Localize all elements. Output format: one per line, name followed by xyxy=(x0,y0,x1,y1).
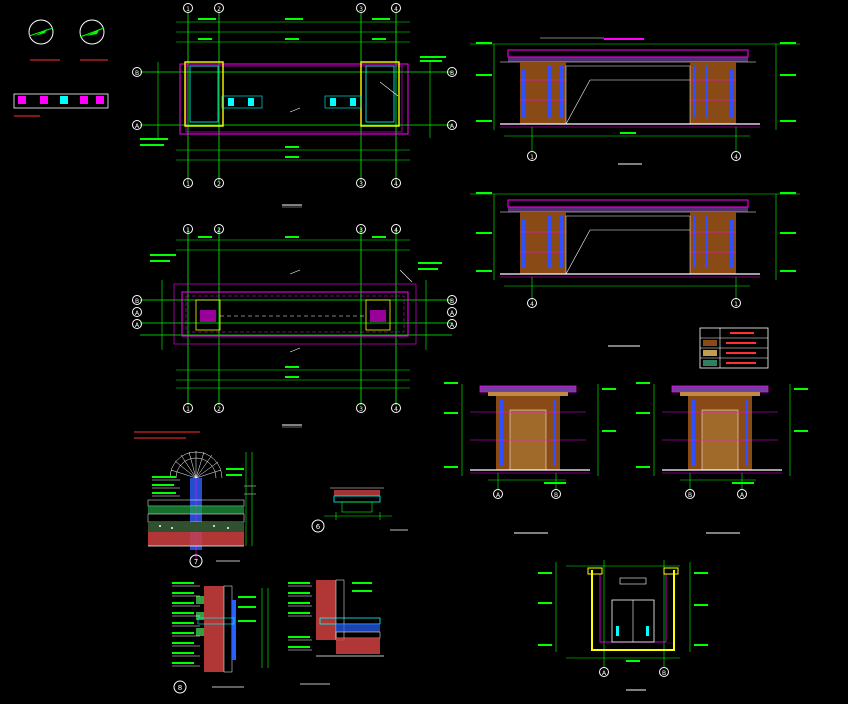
axis-bubbles-side: B A B A xyxy=(132,67,457,130)
north-arrow-left xyxy=(28,19,54,45)
axis-label: 4 xyxy=(734,154,738,161)
roof-plan-bubbles-top: 1 2 3 4 xyxy=(183,224,401,234)
axis-label: B xyxy=(688,492,692,499)
axis-label: 3 xyxy=(359,406,363,413)
axis-label: 2 xyxy=(217,227,221,234)
axis-label: B xyxy=(450,298,454,305)
axis-label: 4 xyxy=(394,227,398,234)
axis-label: 1 xyxy=(734,301,738,308)
axis-label: A xyxy=(135,123,140,130)
section-b-a-right: B A xyxy=(636,382,808,534)
axis-label: 3 xyxy=(359,227,363,234)
axis-label: B xyxy=(662,670,666,677)
roof-plan: 1 2 3 4 1 2 3 4 B A A B xyxy=(132,224,457,428)
axis-label: A xyxy=(135,322,140,329)
axis-label: 1 xyxy=(186,406,190,413)
axis-label: 1 xyxy=(186,227,190,234)
section-a-b-left: A B xyxy=(444,382,616,534)
axis-label: A xyxy=(740,492,745,499)
axis-label: 1 xyxy=(186,181,190,188)
axis-label: B xyxy=(135,298,139,305)
section-1-1: 1 4 xyxy=(470,37,800,165)
key-plan-strip xyxy=(13,93,109,117)
axis-label: B xyxy=(450,70,454,77)
detail-number: 7 xyxy=(194,558,198,566)
section-5-bubbles: A B xyxy=(599,667,669,677)
axis-label: A xyxy=(450,123,455,130)
section-3-bubbles: A B xyxy=(493,489,561,499)
section-4-bubbles: B A xyxy=(685,489,747,499)
axis-label: 4 xyxy=(394,406,398,413)
section-1-bubbles: 1 4 xyxy=(527,151,741,161)
axis-label: 3 xyxy=(359,181,363,188)
axis-label: B xyxy=(135,70,139,77)
axis-label: 4 xyxy=(394,181,398,188)
detail-6-bubble: 6 xyxy=(311,519,325,533)
detail-8-bubble: 8 xyxy=(173,680,187,694)
axis-label: 3 xyxy=(359,6,363,13)
section-bottom-center: A B xyxy=(538,560,708,691)
axis-label: 4 xyxy=(530,301,534,308)
axis-label: 2 xyxy=(217,406,221,413)
axis-label: B xyxy=(554,492,558,499)
axis-label: 4 xyxy=(394,6,398,13)
material-legend-table xyxy=(699,327,769,369)
axis-label: 2 xyxy=(217,181,221,188)
detail-6-coping: 6 xyxy=(311,487,408,533)
axis-label: 1 xyxy=(530,154,534,161)
detail-7-bubble: 7 xyxy=(189,554,203,568)
axis-label: A xyxy=(496,492,501,499)
section-2-2: 4 1 xyxy=(470,192,800,347)
roof-plan-bubbles-bottom: 1 2 3 4 xyxy=(183,403,401,413)
axis-label: 1 xyxy=(186,6,190,13)
axis-bubbles-top: 1 2 3 4 xyxy=(183,3,401,13)
roof-plan-bubbles-side: B A A B A A xyxy=(132,295,457,329)
axis-label: A xyxy=(450,310,455,317)
north-arrow-right xyxy=(79,19,105,45)
detail-number: 6 xyxy=(316,523,321,531)
axis-label: A xyxy=(602,670,607,677)
detail-7-column-head: 7 xyxy=(134,431,256,568)
axis-label: A xyxy=(135,310,140,317)
axis-label: A xyxy=(450,322,455,329)
floor-plan-top: 1 2 3 4 1 2 3 4 B A B A xyxy=(132,3,457,208)
axis-bubbles-bottom: 1 2 3 4 xyxy=(183,178,401,188)
detail-number: 8 xyxy=(178,684,182,692)
section-2-bubbles: 4 1 xyxy=(527,298,741,308)
detail-8-wall-sections: 8 xyxy=(172,579,384,694)
axis-label: 2 xyxy=(217,6,221,13)
